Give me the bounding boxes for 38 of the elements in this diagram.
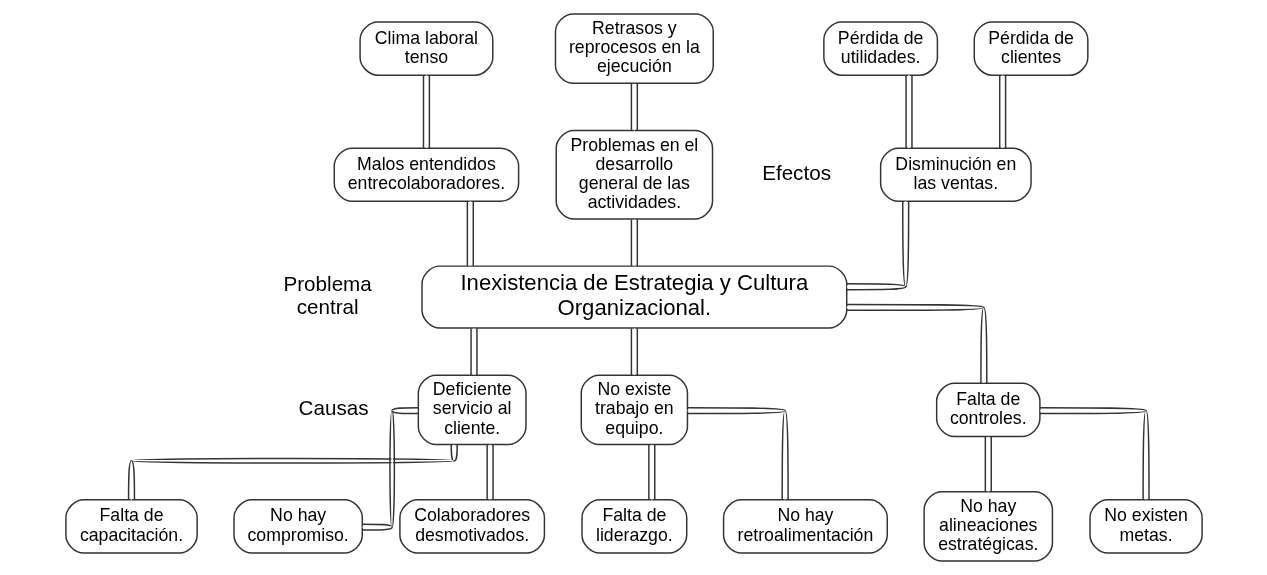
connector (466, 200, 474, 267)
connector (361, 406, 419, 531)
node-box: Malos entendidos entrecolaboradores. (333, 147, 519, 202)
node-box: No hay retroalimentación (722, 499, 888, 554)
connector (647, 444, 655, 501)
node-box: No hay compromiso. (232, 499, 363, 554)
node-box: Colaboradores desmotivados. (398, 499, 545, 554)
label: Problema central (283, 272, 372, 318)
node-box: Falta de liderazgo. (580, 499, 687, 554)
connector (127, 443, 458, 501)
node-box: No existen metas. (1088, 499, 1203, 554)
label: Efectos (761, 161, 831, 185)
node-box: No hay alineaciones estratégicas. (922, 491, 1053, 562)
node-box: Pérdida de clientes (973, 21, 1089, 76)
node-box: Inexistencia de Estrategia y Cultura Organizacional. (420, 265, 847, 329)
connector (845, 200, 909, 291)
label: Causas (298, 396, 369, 420)
connector (630, 327, 638, 376)
node-box: Falta de capacitación. (64, 499, 198, 554)
node-box: Retrasos y reprocesos en la ejecución (554, 13, 714, 84)
connector (904, 74, 913, 149)
connector (845, 303, 988, 384)
node-box: Deficiente servicio al cliente. (417, 374, 527, 446)
connector (422, 74, 430, 149)
connector (984, 436, 992, 493)
connector (630, 218, 638, 267)
node-box: Disminución en las ventas. (879, 147, 1032, 202)
node-box: Problemas en el desarrollo general de las actividades. (554, 129, 713, 220)
connector (469, 327, 478, 376)
connector (1038, 406, 1150, 501)
connector (686, 406, 789, 501)
node-box: Falta de controles. (935, 382, 1041, 438)
node-box: Clima laboral tenso (358, 21, 494, 76)
node-box: No existe trabajo en equipo. (580, 374, 688, 446)
connector (630, 83, 638, 132)
node-box: Pérdida de utilidades. (822, 21, 938, 76)
connector (485, 444, 494, 501)
connector (998, 74, 1006, 149)
